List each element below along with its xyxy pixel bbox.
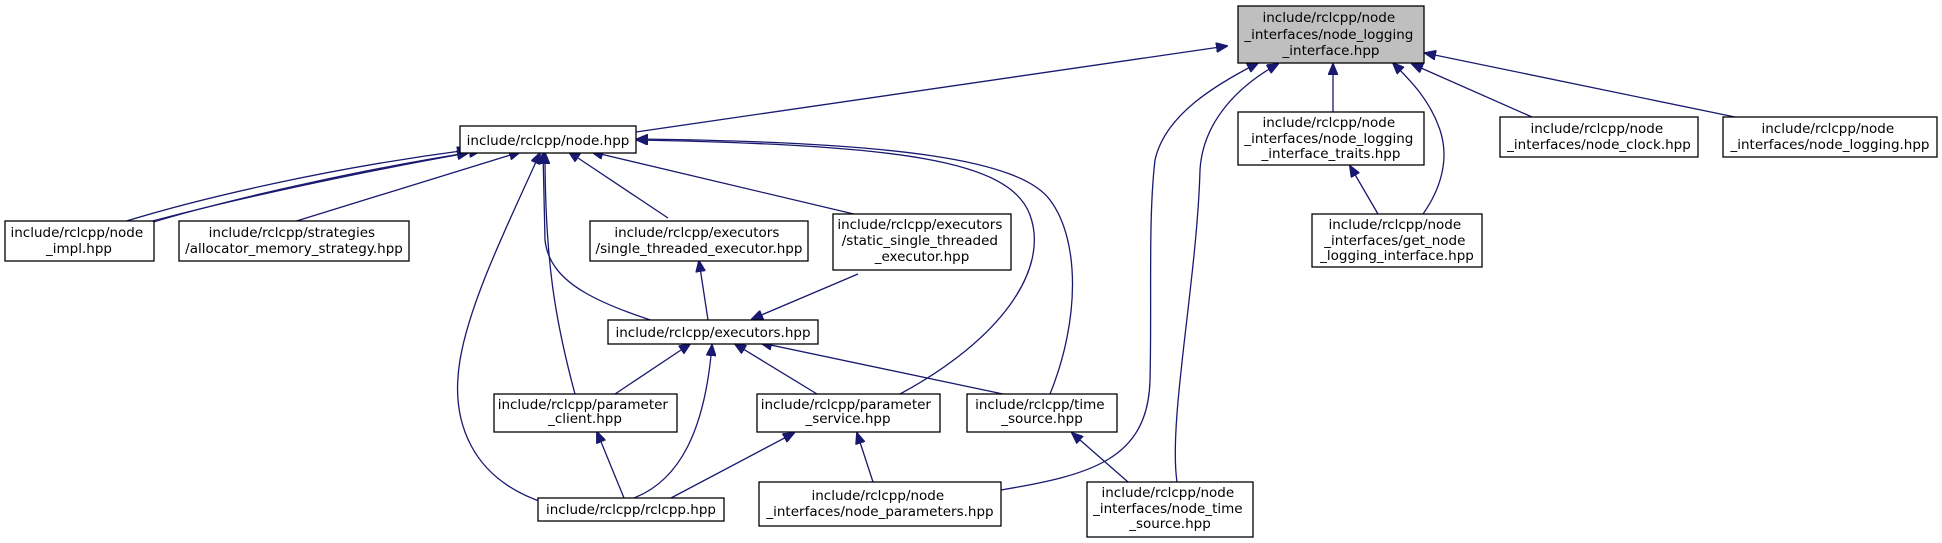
nodes: include/rclcpp/node _interfaces/node_log… <box>4 5 1938 538</box>
svg-text:include/rclcpp/node _i: include/rclcpp/node _interfaces/node_log… <box>1243 10 1417 59</box>
svg-text:include/rclcpp/executors.hpp: include/rclcpp/executors.hpp <box>615 325 810 341</box>
edge-rclcpp-hpp-to-parameter-client <box>597 432 625 499</box>
edges <box>119 46 1736 505</box>
node-node-time-source[interactable]: include/rclcpp/node _interfaces/node_tim… <box>1086 481 1254 538</box>
svg-text:include/rclcpp/node.hpp: include/rclcpp/node.hpp <box>467 133 630 149</box>
edge-rclcpp-hpp-to-parameter-service <box>670 433 794 499</box>
edge-time-source-to-executors-hpp <box>761 343 1004 395</box>
svg-text:include/rclcpp/node _i: include/rclcpp/node _interfaces/node_log… <box>1243 115 1417 162</box>
svg-text:include/rclcpp/strategies: include/rclcpp/strategies /allocator_mem… <box>185 225 403 257</box>
svg-text:include/rclcpp/node _i: include/rclcpp/node _interfaces/node_clo… <box>1506 121 1691 153</box>
node-executors-hpp[interactable]: include/rclcpp/executors.hpp <box>607 319 819 345</box>
svg-text:include/rclcpp/rclcpp.hpp: include/rclcpp/rclcpp.hpp <box>546 502 716 518</box>
node-allocator-memory-strategy[interactable]: include/rclcpp/strategies /allocator_mem… <box>178 220 410 262</box>
edge-parameter-service-to-node-hpp <box>637 140 1035 395</box>
svg-text:include/rclcpp/executors: include/rclcpp/executors /single_threade… <box>596 225 803 257</box>
node-node-impl[interactable]: include/rclcpp/node _impl.hpp <box>4 220 155 262</box>
node-node-parameters[interactable]: include/rclcpp/node _interfaces/node_par… <box>758 481 1002 527</box>
svg-text:include/rclcpp/node _i: include/rclcpp/node _interfaces/get_node… <box>1319 217 1474 264</box>
edge-rclcpp-hpp-to-node-hpp <box>457 153 549 505</box>
edge-node-impl-to-node-hpp-c <box>149 151 480 224</box>
node-node-clock[interactable]: include/rclcpp/node _interfaces/node_clo… <box>1499 116 1699 158</box>
svg-text:include/rclcpp/time _s: include/rclcpp/time _source.hpp <box>975 397 1109 427</box>
edge-parameter-client-to-node-hpp <box>545 153 576 395</box>
edge-get-node-logging-to-node-logging-interface <box>1393 63 1445 215</box>
svg-text:include/rclcpp/executors: include/rclcpp/executors /static_single_… <box>837 217 1006 265</box>
edge-node-parameters-to-parameter-service <box>857 433 874 483</box>
node-static-single-threaded-executor[interactable]: include/rclcpp/executors /static_single_… <box>832 213 1012 271</box>
edge-parameter-client-to-executors-hpp <box>614 344 690 395</box>
edge-node-impl-to-node-hpp-a <box>119 150 468 224</box>
svg-text:include/rclcpp/parameter: include/rclcpp/parameter _client.hpp <box>498 397 673 427</box>
node-parameter-service[interactable]: include/rclcpp/parameter _service.hpp <box>756 393 941 433</box>
node-node-logging[interactable]: include/rclcpp/node _interfaces/node_log… <box>1722 116 1938 158</box>
node-time-source[interactable]: include/rclcpp/time _source.hpp <box>966 393 1118 433</box>
node-node-logging-interface[interactable]: include/rclcpp/node _interfaces/node_log… <box>1237 5 1425 64</box>
edge-node-time-source-to-node-logging-interface <box>1174 64 1278 483</box>
edge-single-threaded-to-executors-hpp <box>699 261 709 321</box>
edge-node-clock-to-node-logging-interface <box>1412 64 1533 118</box>
edge-node-impl-to-node-hpp-b <box>144 153 468 224</box>
edge-allocator-to-node-hpp <box>289 152 520 224</box>
edge-static-single-threaded-to-executors-hpp <box>752 273 859 319</box>
edge-node-time-source-to-time-source <box>1072 433 1129 483</box>
node-rclcpp-hpp[interactable]: include/rclcpp/rclcpp.hpp <box>537 497 725 522</box>
svg-text:include/rclcpp/node _i: include/rclcpp/node _interfaces/node_tim… <box>1092 485 1247 532</box>
edge-node-hpp-to-node-logging-interface <box>635 46 1227 133</box>
svg-text:include/rclcpp/node _i: include/rclcpp/node _interfaces/node_log… <box>1730 121 1930 153</box>
edge-rclcpp-hpp-to-executors-hpp <box>633 345 712 499</box>
edge-static-single-threaded-to-node-hpp <box>592 152 859 216</box>
edge-time-source-to-node-hpp <box>637 139 1074 395</box>
node-parameter-client[interactable]: include/rclcpp/parameter _client.hpp <box>493 393 678 433</box>
node-get-node-logging-interface[interactable]: include/rclcpp/node _interfaces/get_node… <box>1311 213 1483 268</box>
edge-get-node-logging-to-traits <box>1350 166 1379 215</box>
node-node-logging-interface-traits[interactable]: include/rclcpp/node _interfaces/node_log… <box>1237 111 1425 166</box>
svg-text:include/rclcpp/parameter: include/rclcpp/parameter _service.hpp <box>761 397 936 427</box>
edge-node-parameters-to-node-logging-interface <box>1000 63 1258 491</box>
svg-text:include/rclcpp/node _i: include/rclcpp/node _impl.hpp <box>11 225 148 257</box>
edge-single-threaded-to-node-hpp <box>569 152 669 219</box>
edge-node-logging-to-node-logging-interface <box>1425 53 1736 118</box>
edge-parameter-service-to-executors-hpp <box>735 344 818 395</box>
node-node-hpp[interactable]: include/rclcpp/node.hpp <box>459 125 637 154</box>
node-single-threaded-executor[interactable]: include/rclcpp/executors /single_threade… <box>589 220 809 262</box>
svg-text:include/rclcpp/node _i: include/rclcpp/node _interfaces/node_par… <box>765 488 993 520</box>
